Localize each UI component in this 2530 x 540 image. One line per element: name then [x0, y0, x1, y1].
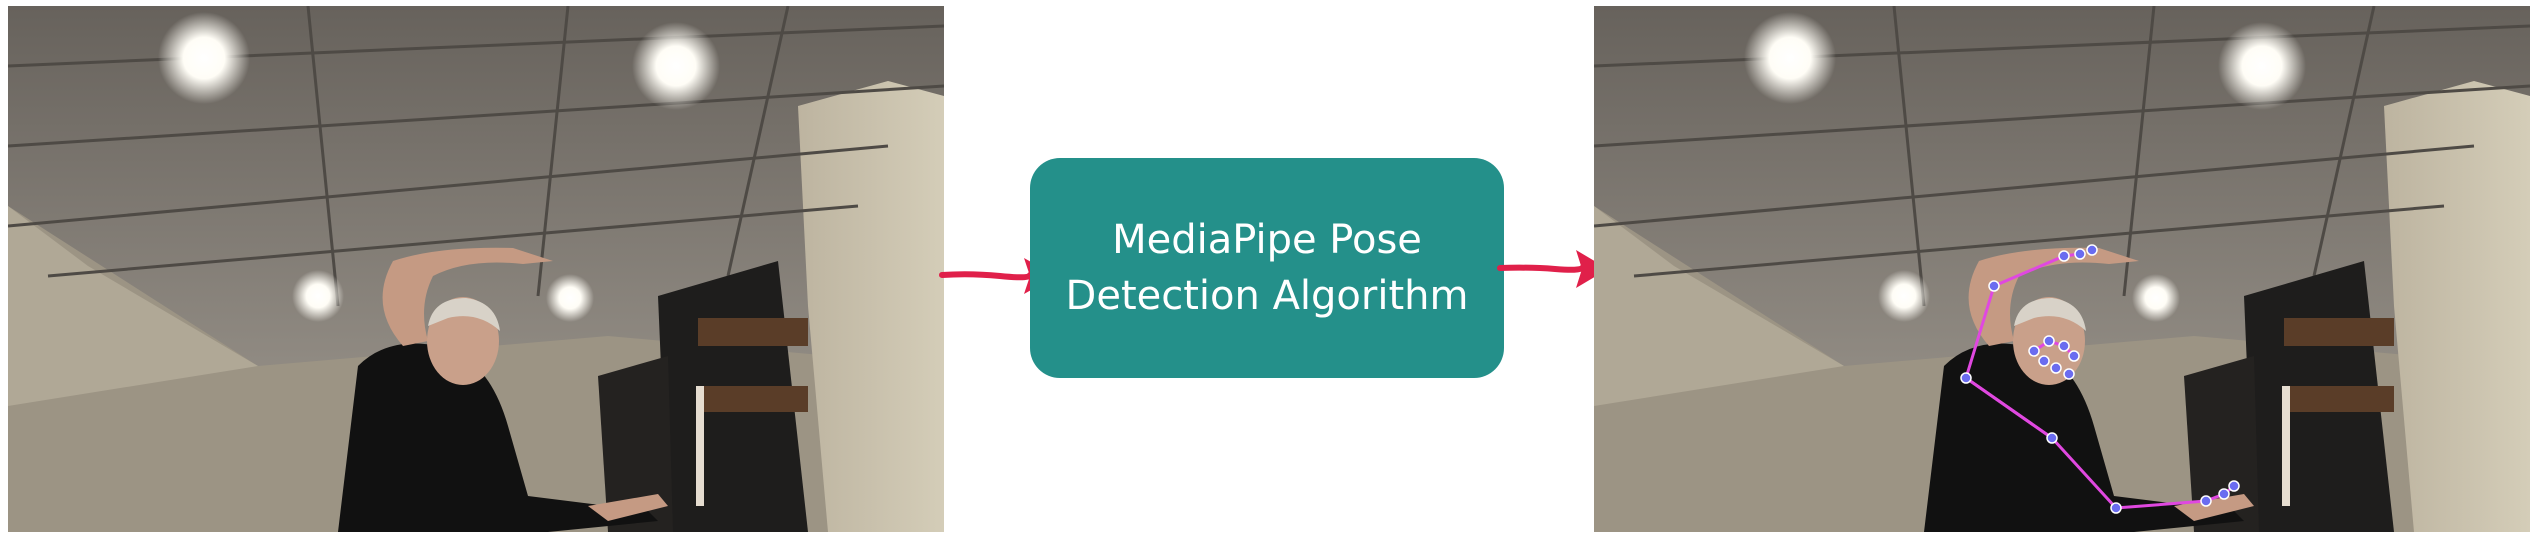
pose-landmarks [1960, 244, 2240, 514]
process-label: MediaPipe Pose Detection Algorithm [1066, 212, 1469, 324]
arrow-to-output [1497, 250, 1608, 288]
input-photo [8, 6, 944, 532]
output-photo [1594, 6, 2530, 532]
input-image [8, 6, 944, 532]
process-box: MediaPipe Pose Detection Algorithm [1030, 158, 1504, 378]
process-label-line2: Detection Algorithm [1065, 273, 1469, 319]
process-label-line1: MediaPipe Pose [1112, 217, 1422, 263]
person [338, 247, 668, 532]
output-image [1594, 6, 2530, 532]
